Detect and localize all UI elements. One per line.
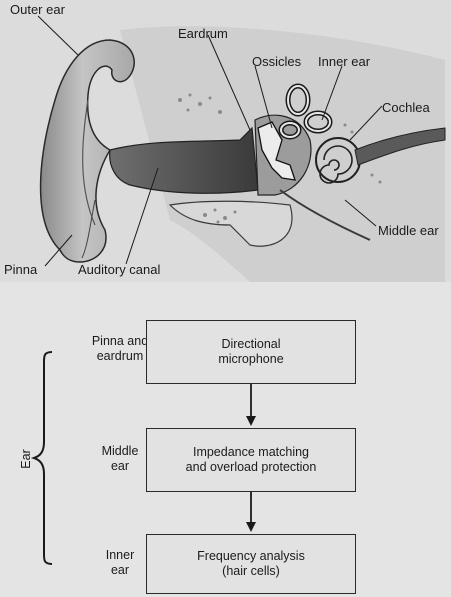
box-impedance-matching: Impedance matching and overload protecti… — [146, 428, 356, 492]
outer-ear-label: Outer ear — [10, 2, 65, 17]
ossicles-label: Ossicles — [252, 54, 301, 69]
ear-anatomy-illustration: Outer ear Eardrum Ossicles Inner ear Coc… — [0, 0, 451, 282]
ear-group-label: Ear — [19, 444, 33, 474]
flow-arrow-2 — [246, 492, 256, 532]
flow-arrow-1 — [246, 384, 256, 426]
ear-bracket — [34, 352, 52, 564]
inner-ear-label: Inner ear — [318, 54, 370, 69]
middle-ear-label: Middle ear — [378, 223, 439, 238]
cochlea-label: Cochlea — [382, 100, 430, 115]
ear-cross-section-drawing — [0, 0, 451, 282]
ear-function-flowchart: Ear Pinna and eardrum Middle ear Inner e… — [0, 282, 451, 597]
box-frequency-analysis: Frequency analysis (hair cells) — [146, 534, 356, 594]
eardrum-label: Eardrum — [178, 26, 228, 41]
pinna-label: Pinna — [4, 262, 37, 277]
box-directional-microphone: Directional microphone — [146, 320, 356, 384]
cochlea-shape — [316, 138, 360, 183]
auditory-canal-label: Auditory canal — [78, 262, 160, 277]
